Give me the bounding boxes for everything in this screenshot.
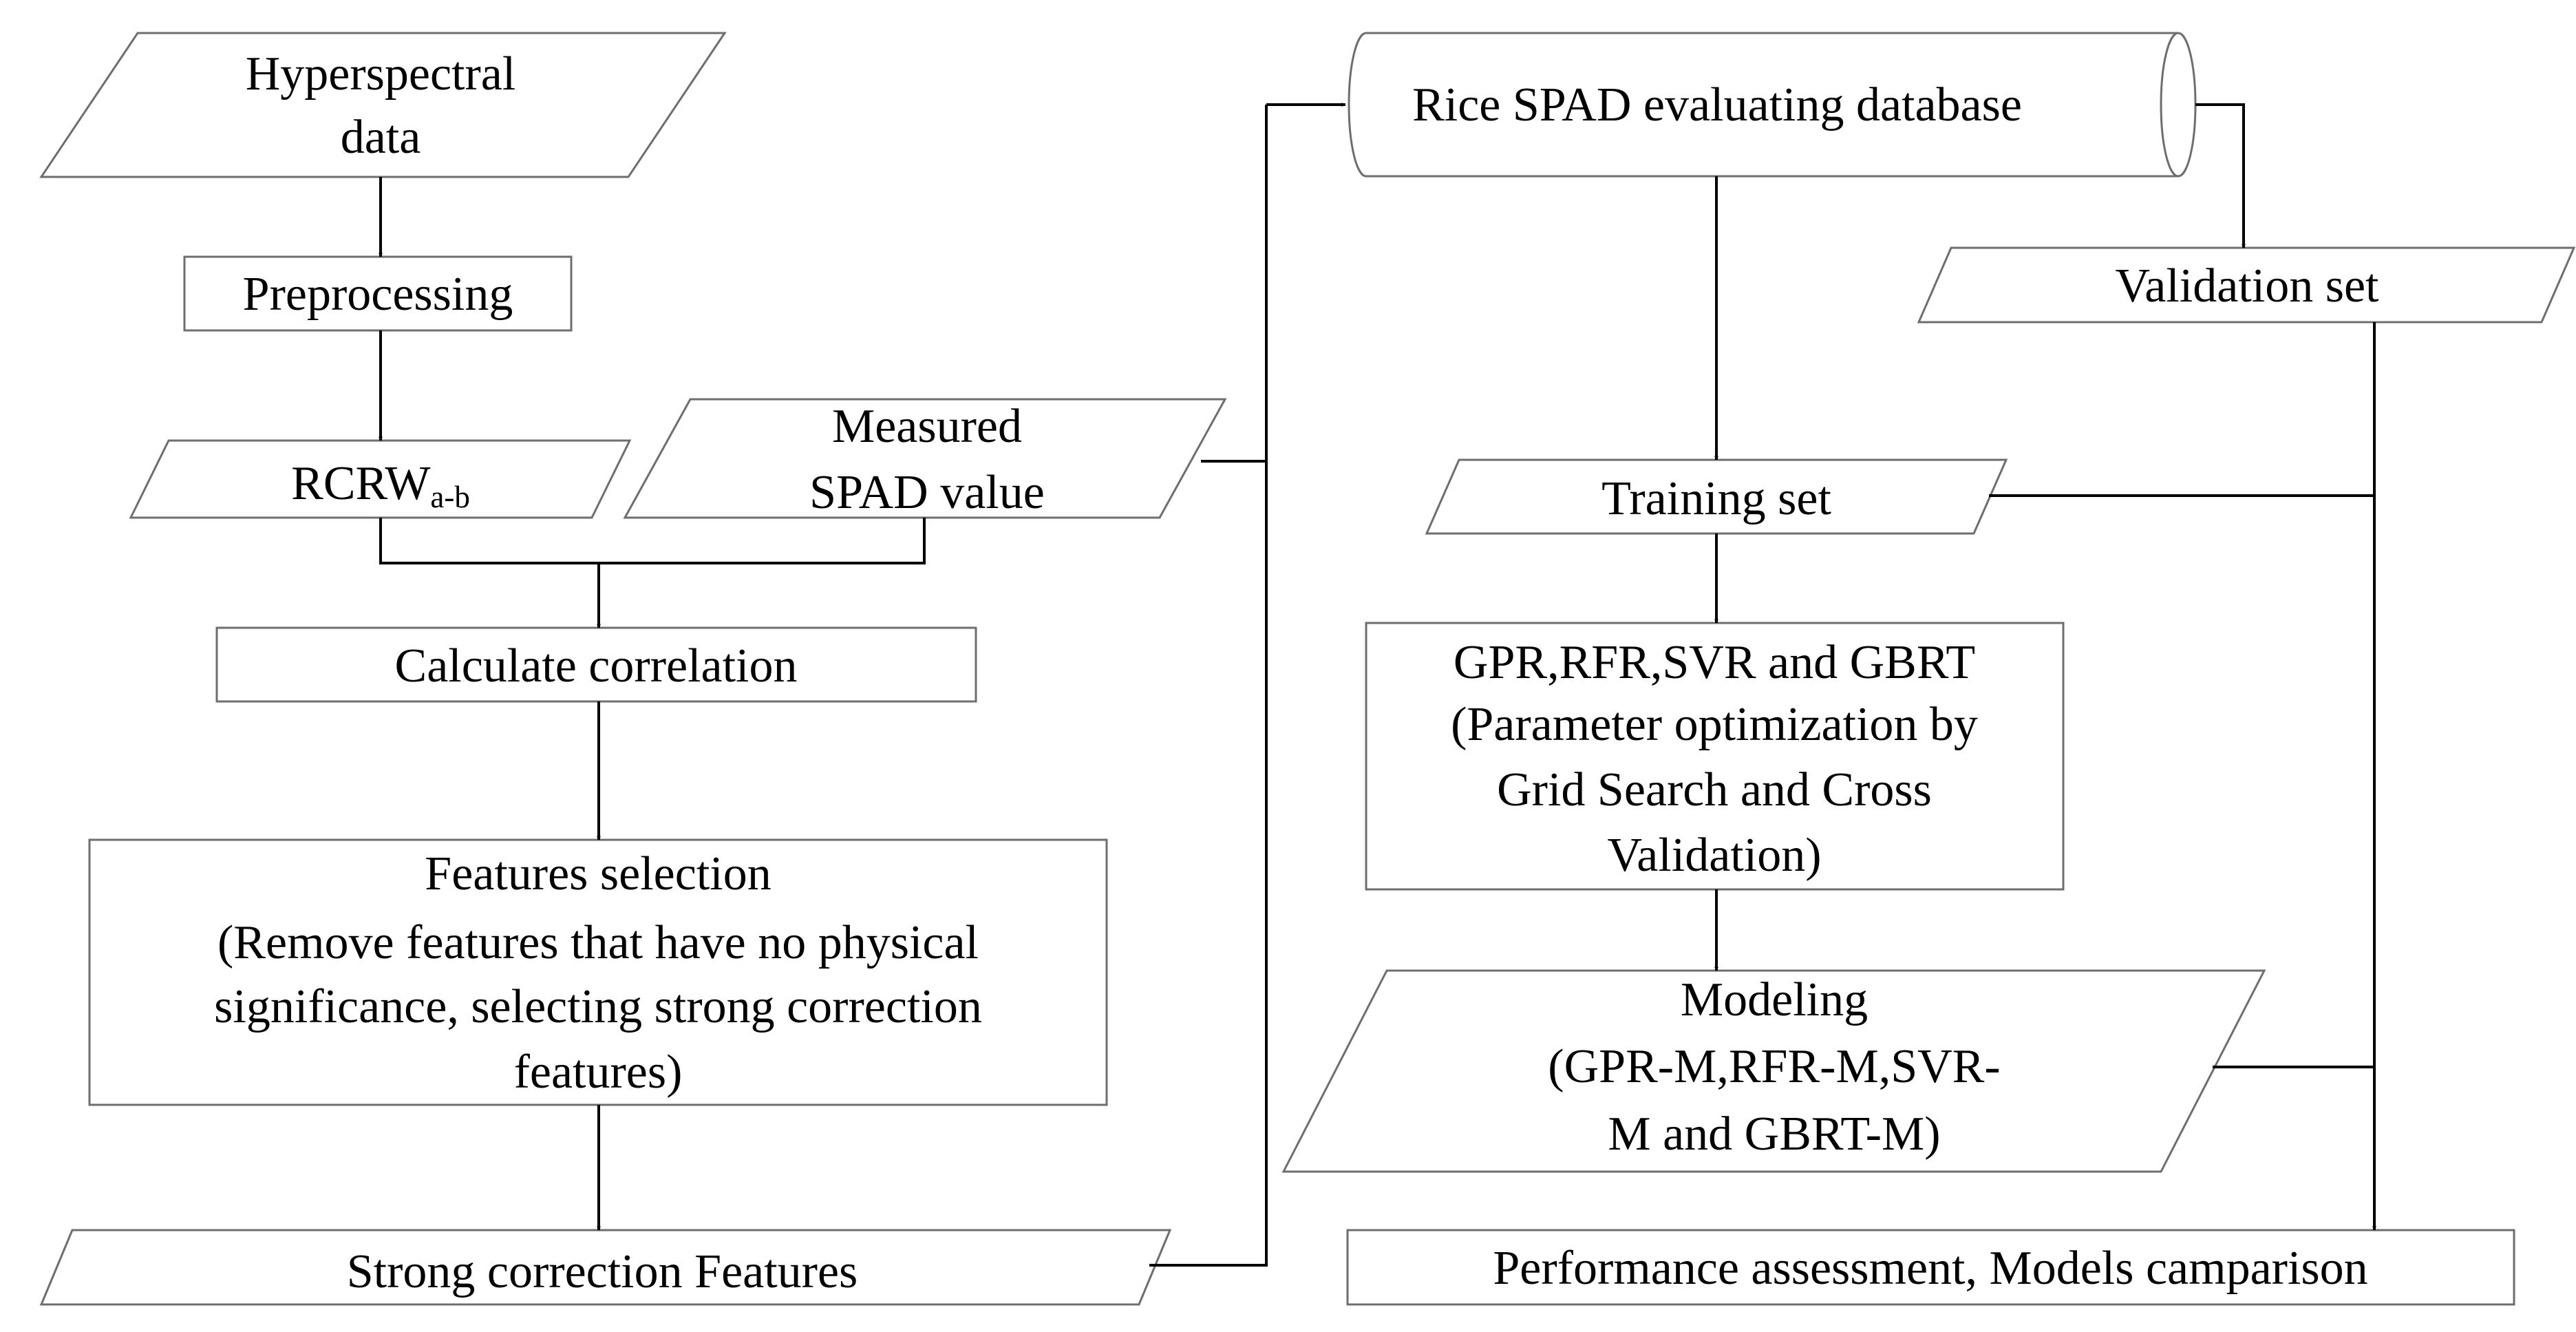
measured-spad-line-2: SPAD value — [809, 466, 1045, 519]
hyperspectral-line-2: data — [341, 111, 421, 164]
rcrw-main: RCRW — [291, 457, 430, 510]
measured-spad-line-1: Measured — [832, 400, 1022, 453]
training-set-node: Training set — [1425, 458, 2008, 535]
preprocessing-node: Preprocessing — [183, 255, 573, 332]
hyperspectral-line-1: Hyperspectral — [246, 47, 516, 101]
rcrw-label: RCRWa-b — [291, 457, 470, 514]
modeling-line-1: Modeling — [1681, 973, 1868, 1026]
algorithms-line-1: GPR,RFR,SVR and GBRT — [1454, 636, 1975, 689]
validation-set-label: Validation set — [2116, 260, 2380, 313]
connector-rcrw-spad-merge — [379, 518, 926, 564]
algorithms-line-3: Grid Search and Cross — [1497, 763, 1932, 816]
rcrw-subscript: a-b — [430, 480, 469, 514]
performance-assessment-node: Performance assessment, Models campariso… — [1346, 1229, 2515, 1306]
modeling-node: Modeling (GPR-M,RFR-M,SVR- M and GBRT-M) — [1281, 969, 2266, 1173]
algorithms-line-4: Validation) — [1607, 829, 1821, 882]
arrow-database-to-validation — [2195, 103, 2246, 249]
connector-strong-features-to-bus — [1149, 105, 1268, 1267]
hyperspectral-data-node: Hyperspectral data — [39, 32, 727, 178]
features-selection-line-4: features) — [514, 1046, 683, 1099]
database-label: Rice SPAD evaluating database — [1412, 78, 2022, 131]
algorithms-line-2: (Parameter optimization by — [1451, 698, 1978, 751]
strong-correction-features-label: Strong correction Features — [347, 1245, 858, 1298]
strong-correction-features-node: Strong correction Features — [39, 1229, 1172, 1306]
rice-spad-database-node: Rice SPAD evaluating database — [1348, 32, 2197, 178]
calculate-correlation-node: Calculate correlation — [215, 626, 977, 703]
features-selection-line-1: Features selection — [425, 847, 771, 900]
features-selection-line-2: (Remove features that have no physical — [217, 916, 979, 969]
validation-set-node: Validation set — [1917, 246, 2576, 324]
modeling-line-3: M and GBRT-M) — [1608, 1108, 1940, 1161]
preprocessing-label: Preprocessing — [243, 268, 513, 321]
training-set-label: Training set — [1601, 472, 1831, 525]
features-selection-node: Features selection (Remove features that… — [88, 838, 1108, 1106]
modeling-line-2: (GPR-M,RFR-M,SVR- — [1548, 1040, 2000, 1093]
algorithms-node: GPR,RFR,SVR and GBRT (Parameter optimiza… — [1365, 622, 2065, 891]
calculate-correlation-label: Calculate correlation — [395, 639, 798, 693]
features-selection-line-3: significance, selecting strong correctio… — [214, 980, 982, 1033]
measured-spad-node: Measured SPAD value — [623, 398, 1227, 519]
performance-assessment-label: Performance assessment, Models campariso… — [1493, 1242, 2367, 1295]
rcrw-node: RCRWa-b — [129, 439, 632, 519]
